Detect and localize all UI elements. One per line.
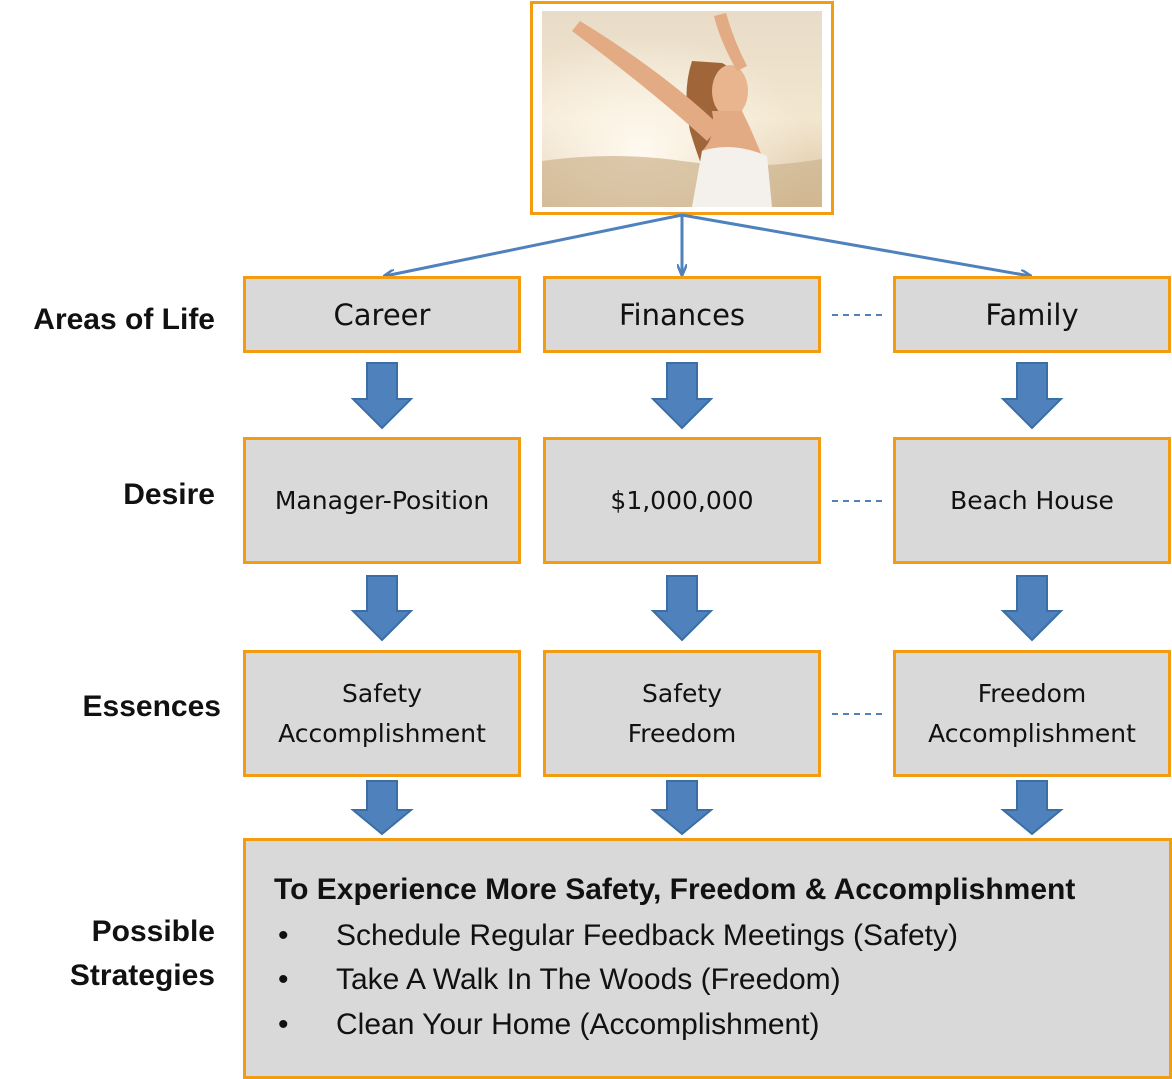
desire-label-finances: $1,000,000 <box>610 486 754 515</box>
desire-label-family: Beach House <box>950 486 1114 515</box>
photo-connectors <box>385 213 1030 276</box>
row-label-areas: Areas of Life <box>33 303 215 336</box>
down-arrows <box>350 362 1064 836</box>
essence-career-1: Safety <box>342 678 422 708</box>
area-box-career: Career <box>243 276 521 353</box>
area-label-family: Family <box>985 297 1079 332</box>
woman-with-raised-arms-photo <box>542 11 822 207</box>
area-box-finances: Finances <box>543 276 821 353</box>
down-arrow-areas-to-desire-1 <box>650 362 714 430</box>
essence-finances-2: Freedom <box>627 718 737 748</box>
row-label-strategies: Possible Strategies <box>70 910 215 998</box>
strategy-item: • Schedule Regular Feedback Meetings (Saf… <box>278 919 958 953</box>
essence-box-career: Safety Accomplishment <box>243 650 521 777</box>
essence-career-2: Accomplishment <box>278 718 486 748</box>
strategy-item-text: Take A Walk In The Woods (Freedom) <box>336 963 841 996</box>
strategy-item: • Take A Walk In The Woods (Freedom) <box>278 963 841 997</box>
down-arrow-desire-to-essences-0 <box>350 575 414 642</box>
desire-label-career: Manager-Position <box>274 486 490 515</box>
bullet: • <box>278 919 289 952</box>
essence-family-2: Accomplishment <box>928 718 1136 748</box>
dashed-links <box>832 314 884 715</box>
strategies-title: To Experience More Safety, Freedom & Acc… <box>274 873 1076 906</box>
desire-box-finances: $1,000,000 <box>543 437 821 564</box>
connector-to-family <box>681 213 1030 276</box>
essence-box-family: Freedom Accomplishment <box>893 650 1171 777</box>
essence-finances-1: Safety <box>642 678 722 708</box>
down-arrow-essences-to-strategies-2 <box>1000 780 1064 836</box>
down-arrow-essences-to-strategies-1 <box>650 780 714 836</box>
strategy-item-text: Schedule Regular Feedback Meetings (Safe… <box>336 919 959 952</box>
desire-box-career: Manager-Position <box>243 437 521 564</box>
connector-to-career <box>385 213 683 276</box>
down-arrow-areas-to-desire-2 <box>1000 362 1064 430</box>
strategy-item: • Clean Your Home (Accomplishment) <box>278 1008 820 1042</box>
photo-illustration <box>542 11 822 207</box>
strategy-item-text: Clean Your Home (Accomplishment) <box>336 1008 820 1041</box>
area-label-finances: Finances <box>618 297 746 332</box>
area-box-family: Family <box>893 276 1171 353</box>
essence-family-1: Freedom <box>977 678 1087 708</box>
photo-frame <box>530 1 834 215</box>
bullet: • <box>278 1008 289 1041</box>
down-arrow-essences-to-strategies-0 <box>350 780 414 836</box>
down-arrow-desire-to-essences-1 <box>650 575 714 642</box>
row-label-strategies-line1: Possible <box>91 915 215 948</box>
strategies-box: To Experience More Safety, Freedom & Acc… <box>243 838 1172 1079</box>
essence-box-finances: Safety Freedom <box>543 650 821 777</box>
row-label-essences: Essences <box>82 690 221 723</box>
row-label-strategies-line2: Strategies <box>69 959 215 992</box>
row-label-desire: Desire <box>123 478 215 511</box>
area-label-career: Career <box>333 297 431 332</box>
down-arrow-areas-to-desire-0 <box>350 362 414 430</box>
down-arrow-desire-to-essences-2 <box>1000 575 1064 642</box>
bullet: • <box>278 963 289 996</box>
desire-box-family: Beach House <box>893 437 1171 564</box>
